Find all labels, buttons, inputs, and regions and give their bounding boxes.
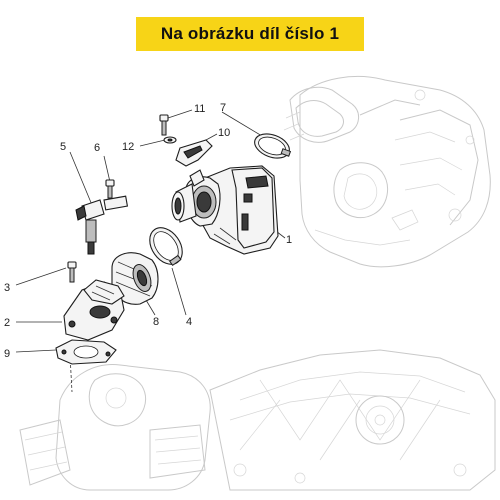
callout-6: 6 xyxy=(94,142,100,154)
part-banner: Na obrázku díl číslo 1 xyxy=(136,17,364,51)
part-12-washer xyxy=(163,136,177,144)
part-1-throttle-body[interactable] xyxy=(171,165,279,255)
part-2-intake-manifold xyxy=(63,279,125,341)
callout-10: 10 xyxy=(218,127,230,139)
part-10-bracket xyxy=(175,139,213,167)
callout-11: 11 xyxy=(194,103,205,115)
callout-9: 9 xyxy=(4,348,10,360)
part-11-screw xyxy=(159,114,169,136)
callout-labels: 1 2 3 4 5 6 7 8 9 10 11 12 xyxy=(4,102,292,360)
callout-12: 12 xyxy=(122,141,134,153)
part-7-hose-clamp xyxy=(254,133,292,159)
part-5-injector xyxy=(75,195,129,255)
callout-4: 4 xyxy=(186,316,192,328)
callout-5: 5 xyxy=(60,141,66,153)
callout-8: 8 xyxy=(153,316,159,328)
callout-2: 2 xyxy=(4,317,10,329)
part-4-hose-clamp xyxy=(149,227,183,267)
part-6-screw xyxy=(105,179,115,199)
callout-1: 1 xyxy=(286,234,292,246)
ghost-engine-crankcase-lower xyxy=(19,349,496,491)
part-9-gasket xyxy=(55,339,117,365)
callout-7: 7 xyxy=(220,102,226,114)
ghost-engine-housing-upper xyxy=(283,75,491,268)
callout-3: 3 xyxy=(4,282,10,294)
part-3-screw xyxy=(67,261,77,283)
